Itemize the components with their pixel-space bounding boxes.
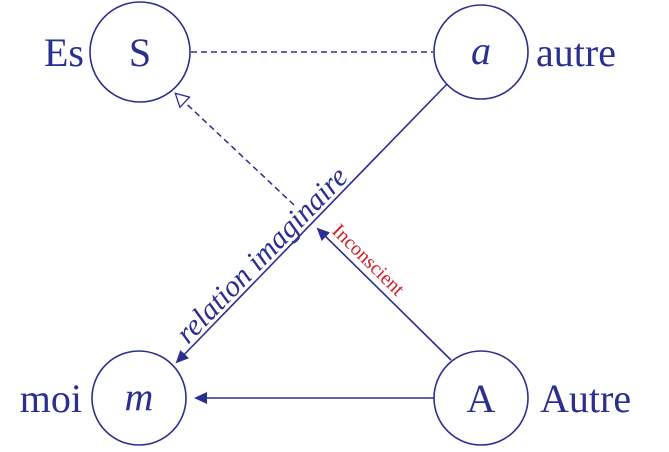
node-A: A Autre [433, 350, 631, 446]
node-a-symbol: a [471, 28, 491, 73]
node-A-label: Autre [540, 376, 631, 421]
node-a: a autre [433, 4, 616, 100]
relation-imaginaire-label: relation imaginaire [169, 160, 354, 350]
node-S: S Es [44, 1, 191, 103]
node-a-circle [433, 4, 529, 100]
node-A-symbol: A [467, 376, 496, 421]
node-m-label: moi [20, 376, 82, 421]
node-s-circle [89, 1, 191, 103]
node-m-symbol: m [125, 374, 154, 419]
node-m-circle [91, 350, 187, 446]
node-A-circle [433, 350, 529, 446]
inconscient-label: Inconscient [327, 220, 408, 301]
node-m: m moi [20, 350, 187, 446]
node-s-symbol: S [129, 30, 151, 75]
edge-a-to-m [175, 82, 449, 364]
edge-to-s-dashed [176, 94, 295, 206]
node-a-label: autre [536, 30, 616, 75]
edge-A-unconscious [316, 227, 452, 361]
node-s-label: Es [44, 30, 84, 75]
